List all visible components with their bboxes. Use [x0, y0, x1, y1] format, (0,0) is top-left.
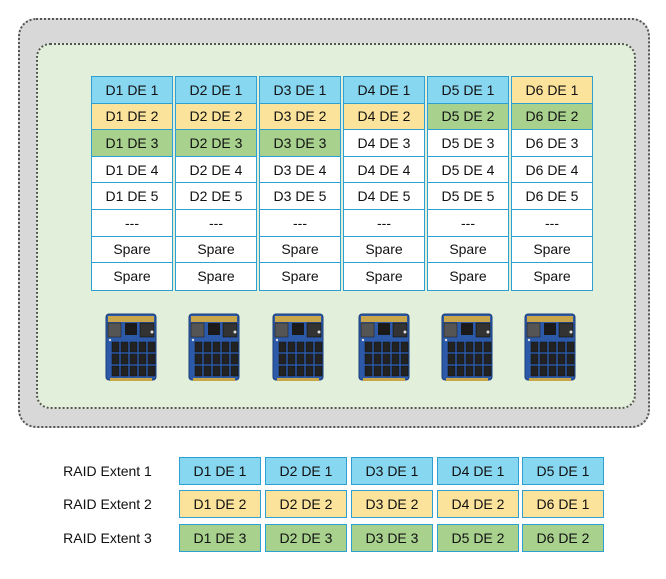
raid-extent-cell: D2 DE 3	[265, 524, 347, 552]
drive-extent-cell: D6 DE 1	[512, 77, 592, 104]
drive-extent-cell: ---	[428, 209, 508, 237]
drive-extent-cell: D2 DE 2	[176, 103, 256, 131]
raid-extent-cell: D5 DE 1	[522, 457, 604, 485]
raid-extent-cell: D2 DE 1	[265, 457, 347, 485]
raid-extent-cell: D4 DE 1	[437, 457, 519, 485]
drive-extent-cell: Spare	[260, 263, 340, 290]
drive-extent-cell: D4 DE 1	[344, 77, 424, 104]
drive-extent-cell: Spare	[176, 263, 256, 290]
drive-extent-cell: D5 DE 4	[428, 156, 508, 184]
drive-extent-cell: Spare	[344, 263, 424, 290]
drive-extent-cell: ---	[512, 209, 592, 237]
drive-extent-cell: Spare	[92, 263, 172, 290]
ssd-drive-icon	[271, 312, 325, 382]
ssd-drive-icon	[357, 312, 411, 382]
drive-extent-cell: D4 DE 3	[344, 130, 424, 157]
drive-extent-cell: D2 DE 3	[176, 130, 256, 157]
drive-extent-cell: D1 DE 3	[92, 130, 172, 157]
drive-extent-cell: D3 DE 1	[260, 77, 340, 104]
ssd-drive-icon	[187, 312, 241, 382]
drive-extent-cell: D6 DE 4	[512, 156, 592, 184]
drive-extent-cell: D4 DE 2	[344, 103, 424, 131]
raid-extent-cell: D1 DE 2	[179, 490, 261, 518]
raid-extent-cell: D6 DE 1	[522, 490, 604, 518]
drive-extent-cell: D6 DE 3	[512, 130, 592, 157]
raid-extent-cell: D1 DE 1	[179, 457, 261, 485]
drive-extent-cell: Spare	[428, 236, 508, 264]
raid-extent-label: RAID Extent 2	[63, 496, 152, 512]
ssd-drive-icon	[104, 312, 158, 382]
drive-extent-cell: D1 DE 5	[92, 183, 172, 210]
drive-extent-cell: ---	[260, 209, 340, 237]
drive-extent-cell: D3 DE 4	[260, 156, 340, 184]
drive-extent-cell: D4 DE 4	[344, 156, 424, 184]
drive-extent-cell: D2 DE 1	[176, 77, 256, 104]
drive-extent-cell: D2 DE 4	[176, 156, 256, 184]
drive-extent-cell: Spare	[344, 236, 424, 264]
drive-extent-cell: Spare	[260, 236, 340, 264]
drive-extent-cell: D2 DE 5	[176, 183, 256, 210]
drive-extent-cell: D1 DE 4	[92, 156, 172, 184]
raid-extent-cell: D4 DE 2	[437, 490, 519, 518]
drive-extent-cell: D3 DE 5	[260, 183, 340, 210]
drive-extent-cell: D3 DE 3	[260, 130, 340, 157]
drive-extent-cell: D5 DE 3	[428, 130, 508, 157]
drive-extent-cell: D5 DE 1	[428, 77, 508, 104]
ssd-drive-icon	[523, 312, 577, 382]
drive-extent-cell: Spare	[92, 236, 172, 264]
drive-extent-cell: Spare	[176, 236, 256, 264]
raid-extent-cell: D6 DE 2	[522, 524, 604, 552]
raid-extent-cell: D3 DE 2	[351, 490, 433, 518]
drive-extent-cell: D5 DE 2	[428, 103, 508, 131]
drive-extent-cell: D1 DE 1	[92, 77, 172, 104]
drive-extent-cell: ---	[92, 209, 172, 237]
drive-extent-cell: D6 DE 5	[512, 183, 592, 210]
drive-extent-cell: Spare	[428, 263, 508, 290]
drive-extent-cell: D5 DE 5	[428, 183, 508, 210]
raid-extent-label: RAID Extent 1	[63, 463, 152, 479]
drive-extent-cell: D6 DE 2	[512, 103, 592, 131]
drive-extent-cell: D4 DE 5	[344, 183, 424, 210]
drive-extent-cell: ---	[344, 209, 424, 237]
drive-extent-cell: D3 DE 2	[260, 103, 340, 131]
ssd-drive-icon	[440, 312, 494, 382]
raid-extent-label: RAID Extent 3	[63, 530, 152, 546]
raid-extent-cell: D2 DE 2	[265, 490, 347, 518]
raid-extent-cell: D5 DE 2	[437, 524, 519, 552]
drive-extent-cell: ---	[176, 209, 256, 237]
drive-extent-cell: Spare	[512, 263, 592, 290]
raid-extent-cell: D1 DE 3	[179, 524, 261, 552]
drive-extent-cell: D1 DE 2	[92, 103, 172, 131]
raid-extent-cell: D3 DE 1	[351, 457, 433, 485]
drive-extent-cell: Spare	[512, 236, 592, 264]
raid-extent-cell: D3 DE 3	[351, 524, 433, 552]
